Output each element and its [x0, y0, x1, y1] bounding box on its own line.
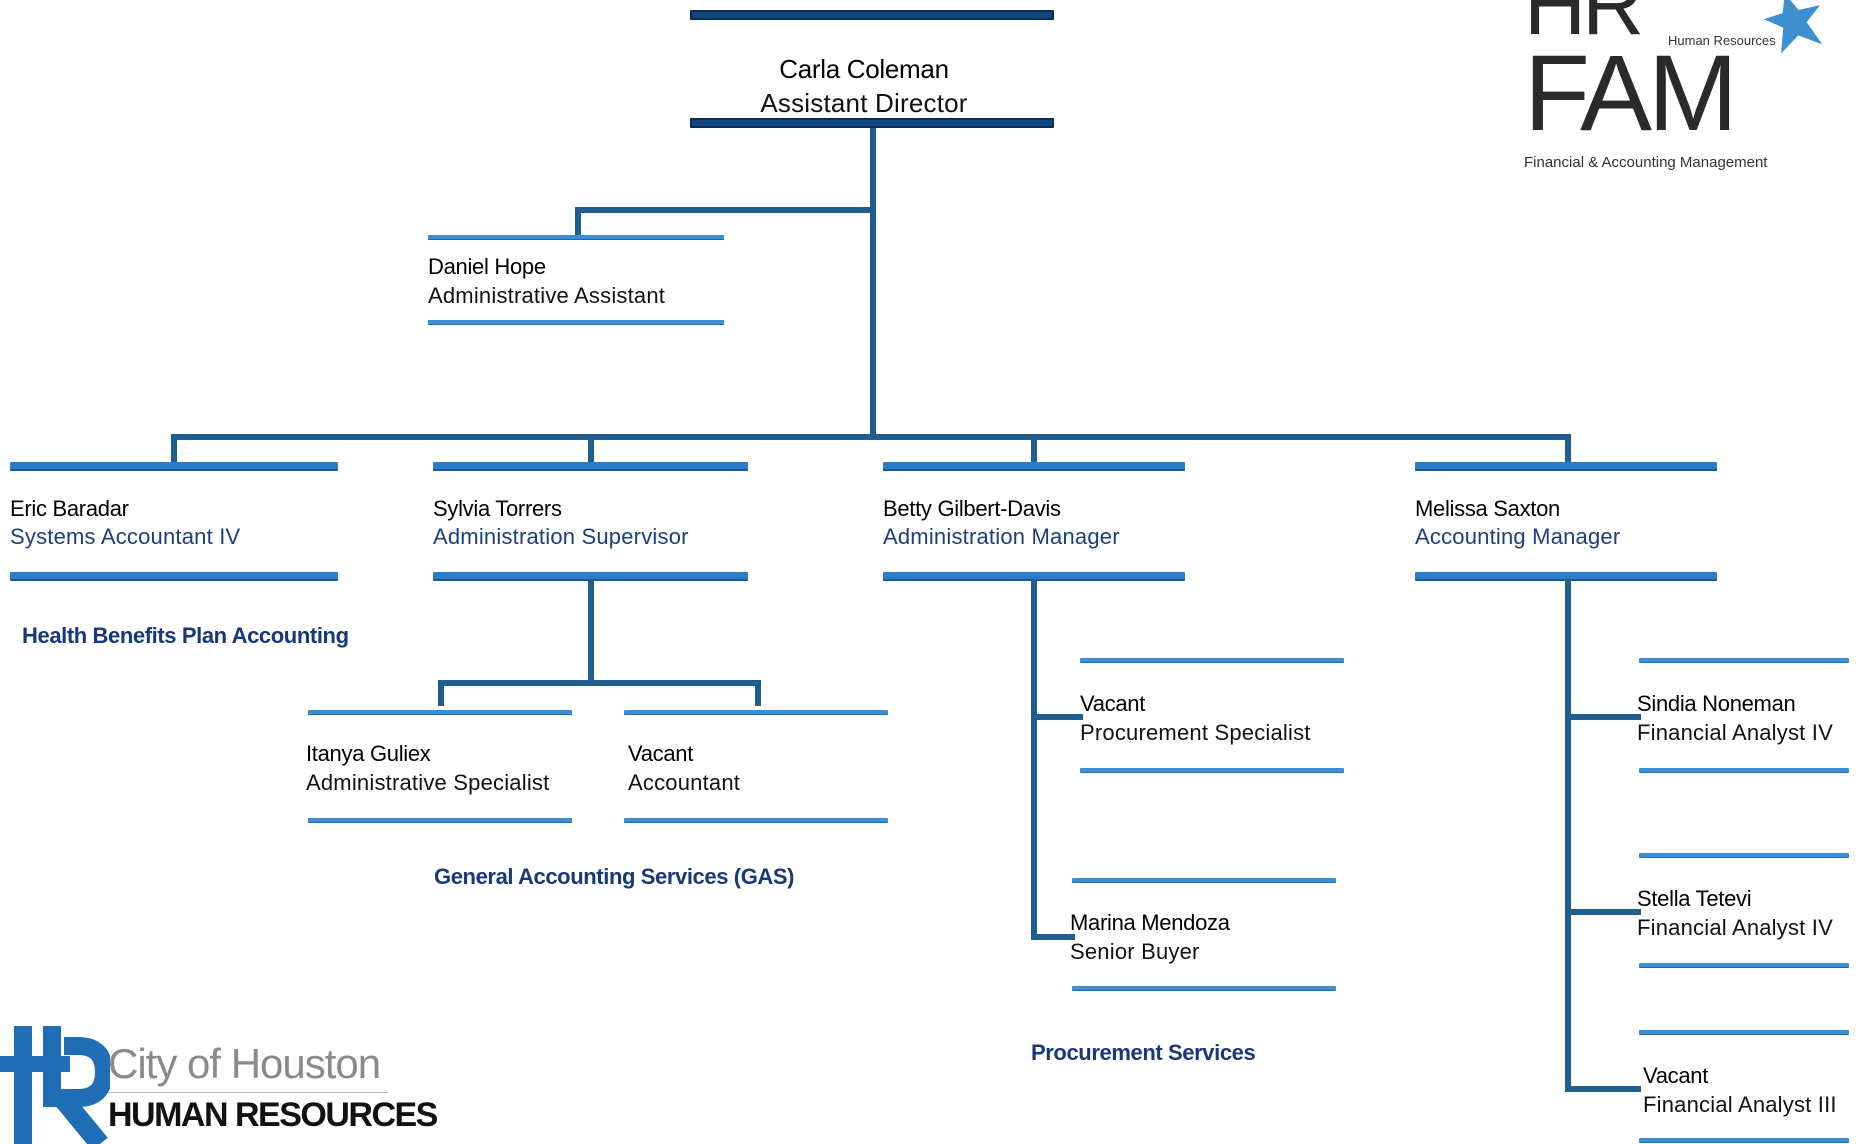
logo-caption: Financial & Accounting Management	[1524, 154, 1768, 171]
job-title: Financial Analyst III	[1643, 1092, 1837, 1117]
node-bar-top	[1639, 1030, 1849, 1035]
person-name: Marina Mendoza	[1070, 910, 1230, 935]
node-bar-top	[1415, 462, 1717, 471]
star-icon	[1763, 0, 1823, 54]
node-bar-bottom	[10, 572, 338, 581]
node-bar-top	[624, 710, 888, 715]
job-title: Procurement Specialist	[1080, 720, 1311, 745]
node-bar-bottom	[1080, 768, 1344, 773]
node-bar-bottom	[1639, 963, 1849, 968]
node-bar-bottom	[1639, 1138, 1849, 1143]
person-name: Itanya Guliex	[306, 741, 431, 766]
person-name: Eric Baradar	[10, 496, 129, 521]
person-name: Vacant	[1080, 691, 1146, 716]
node-bar-top	[428, 235, 724, 240]
job-title: Accountant	[628, 770, 741, 795]
section-label-health-benefits: Health Benefits Plan Accounting	[22, 623, 349, 648]
node-bar-top	[690, 10, 1054, 20]
hr-monogram-icon	[0, 1026, 110, 1144]
section-label-procurement: Procurement Services	[1031, 1040, 1256, 1065]
person-name: Daniel Hope	[428, 254, 546, 279]
hr-fam-logo: HR Human Resources FAM Financial & Accou…	[1520, 0, 1840, 180]
node-bar-top	[1639, 658, 1849, 663]
logo-city-text: City of Houston	[108, 1040, 381, 1087]
node-bar-top	[883, 462, 1185, 471]
node-bar-bottom	[624, 818, 888, 823]
person-name: Vacant	[628, 741, 694, 766]
node-bar-bottom	[690, 118, 1054, 128]
job-title: Financial Analyst IV	[1637, 915, 1833, 940]
logo-hr-letters: HR	[1524, 0, 1644, 53]
logo-human-resources-text: Human Resources	[1668, 33, 1776, 48]
connector-admin-assistant	[575, 207, 876, 235]
person-name: Sylvia Torrers	[433, 496, 562, 521]
node-bar-top	[1639, 853, 1849, 858]
node-bar-bottom	[883, 572, 1185, 581]
person-name: Carla Coleman	[779, 54, 949, 84]
job-title: Administrative Assistant	[428, 283, 666, 308]
node-bar-top	[1080, 658, 1344, 663]
connector-gas-bus	[438, 680, 761, 706]
job-title: Systems Accountant IV	[10, 524, 241, 549]
job-title: Senior Buyer	[1070, 939, 1200, 964]
node-bar-bottom	[433, 572, 748, 581]
job-title: Financial Analyst IV	[1637, 720, 1833, 745]
node-bar-top	[1072, 878, 1336, 883]
logo-hr-text: HUMAN RESOURCES	[108, 1096, 438, 1134]
job-title: Administration Supervisor	[433, 524, 689, 549]
person-name: Stella Tetevi	[1637, 886, 1752, 911]
node-bar-bottom	[308, 818, 572, 823]
job-title: Administrative Specialist	[306, 770, 550, 795]
person-name: Sindia Noneman	[1637, 691, 1796, 716]
logo-fam-letters: FAM	[1524, 32, 1738, 153]
node-bar-top	[10, 462, 338, 471]
job-title: Accounting Manager	[1415, 524, 1621, 549]
person-name: Melissa Saxton	[1415, 496, 1560, 521]
job-title: Assistant Director	[760, 88, 968, 118]
node-bar-bottom	[428, 320, 724, 325]
logo-divider	[108, 1092, 388, 1093]
person-name: Betty Gilbert-Davis	[883, 496, 1061, 521]
section-label-gas: General Accounting Services (GAS)	[434, 864, 795, 889]
node-bar-top	[308, 710, 572, 715]
node-bar-bottom	[1639, 768, 1849, 773]
city-of-houston-hr-logo: City of Houston HUMAN RESOURCES	[0, 1020, 438, 1144]
person-name: Vacant	[1643, 1063, 1709, 1088]
node-bar-bottom	[1072, 986, 1336, 991]
node-bar-top	[433, 462, 748, 471]
job-title: Administration Manager	[883, 524, 1120, 549]
node-bar-bottom	[1415, 572, 1717, 581]
